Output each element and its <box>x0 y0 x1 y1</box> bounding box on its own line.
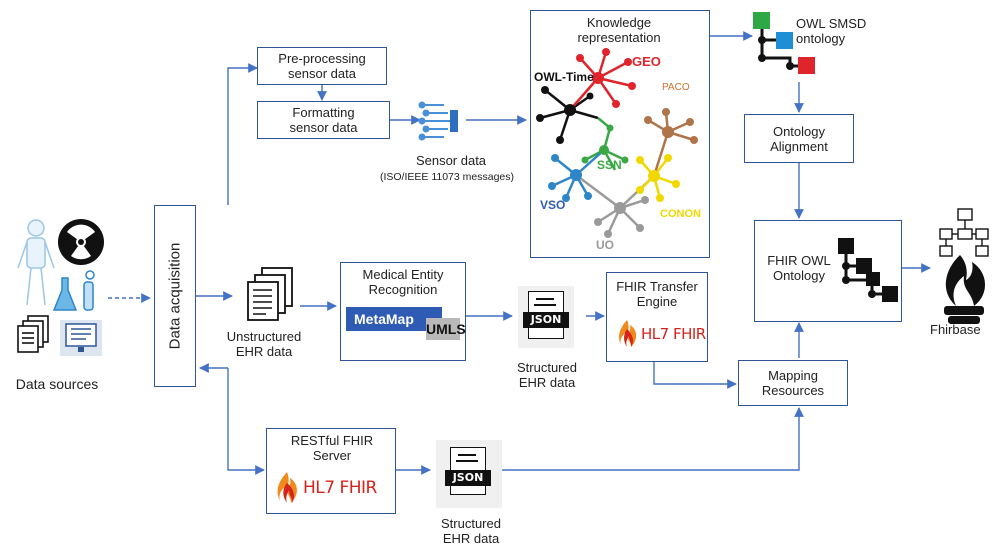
fhirbase-label: Fhirbase <box>930 322 981 337</box>
monitor-icon <box>60 320 102 356</box>
restful-fhir-box[interactable]: RESTful FHIR Server HL7 FHIR <box>266 428 396 514</box>
mapping-resources-box[interactable]: Mapping Resources <box>738 360 848 406</box>
uo-label: UO <box>596 238 614 252</box>
owl-time-label: OWL-Time <box>534 70 594 84</box>
documents-icon <box>17 315 49 353</box>
arrow-acq-preprocessing <box>227 63 258 205</box>
ssn-label: SSN <box>597 158 622 172</box>
fhir-owl-box[interactable]: FHIR OWL Ontology <box>754 220 902 322</box>
restful-fhir-label: RESTful FHIR Server <box>290 433 374 463</box>
formatting-label: Formatting sensor data <box>289 105 358 135</box>
arrow-fhirtransfer-mapping <box>653 362 737 389</box>
fhir-transfer-label: FHIR Transfer Engine <box>616 279 698 309</box>
fhir-transfer-box[interactable]: FHIR Transfer Engine HL7 FHIR <box>606 272 708 362</box>
medical-entity-label: Medical Entity Recognition <box>362 267 444 297</box>
conon-label: CONON <box>660 208 701 220</box>
sensor-data-label: Sensor data <box>415 153 487 168</box>
arrow-json-mapping <box>502 407 804 471</box>
knowledge-representation-box[interactable]: Knowledge representation <box>530 10 710 258</box>
geo-label: GEO <box>632 54 661 69</box>
json-icon-1: JSON <box>518 286 574 348</box>
data-sources-label: Data sources <box>15 376 99 392</box>
hl7-logo-1: HL7 FHIR <box>615 319 706 349</box>
formatting-box[interactable]: Formatting sensor data <box>257 101 390 139</box>
data-acquisition-box[interactable]: Data acquisition <box>154 205 196 387</box>
arrow-acq-restful <box>227 368 265 475</box>
json-tag-1: JSON <box>523 312 569 328</box>
ontology-alignment-label: Ontology Alignment <box>770 123 828 154</box>
json-tag-2: JSON <box>445 470 491 486</box>
json-icon-2: JSON <box>436 440 502 508</box>
flame-icon <box>619 320 637 347</box>
preprocessing-box[interactable]: Pre-processing sensor data <box>257 47 387 85</box>
paco-label: PACO <box>662 82 690 93</box>
hl7-logo-2: HL7 FHIR <box>273 471 377 505</box>
unstructured-ehr-label: Unstructured EHR data <box>226 329 302 359</box>
structured-ehr-label-1: Structured EHR data <box>517 360 577 390</box>
preprocessing-label: Pre-processing sensor data <box>278 51 366 81</box>
mapping-resources-label: Mapping Resources <box>761 368 825 398</box>
hl7-fhir-text-2: HL7 FHIR <box>303 478 377 498</box>
knowledge-representation-label: Knowledge representation <box>577 15 661 45</box>
structured-ehr-label-2: Structured EHR data <box>441 516 501 546</box>
owl-smsd-label: OWL SMSD ontology <box>796 16 867 46</box>
umls-badge: UMLS <box>426 318 466 340</box>
fhir-owl-label: FHIR OWL Ontology <box>767 253 831 283</box>
ontology-alignment-box[interactable]: Ontology Alignment <box>744 114 854 163</box>
flame-icon <box>277 472 297 503</box>
sensor-data-sub-label: (ISO/IEEE 11073 messages) <box>379 171 515 183</box>
vso-label: VSO <box>540 198 566 212</box>
human-body-icon <box>17 219 55 306</box>
radiation-icon <box>58 219 104 265</box>
lab-flask-icon <box>52 270 95 311</box>
hl7-fhir-text-1: HL7 FHIR <box>641 325 706 343</box>
